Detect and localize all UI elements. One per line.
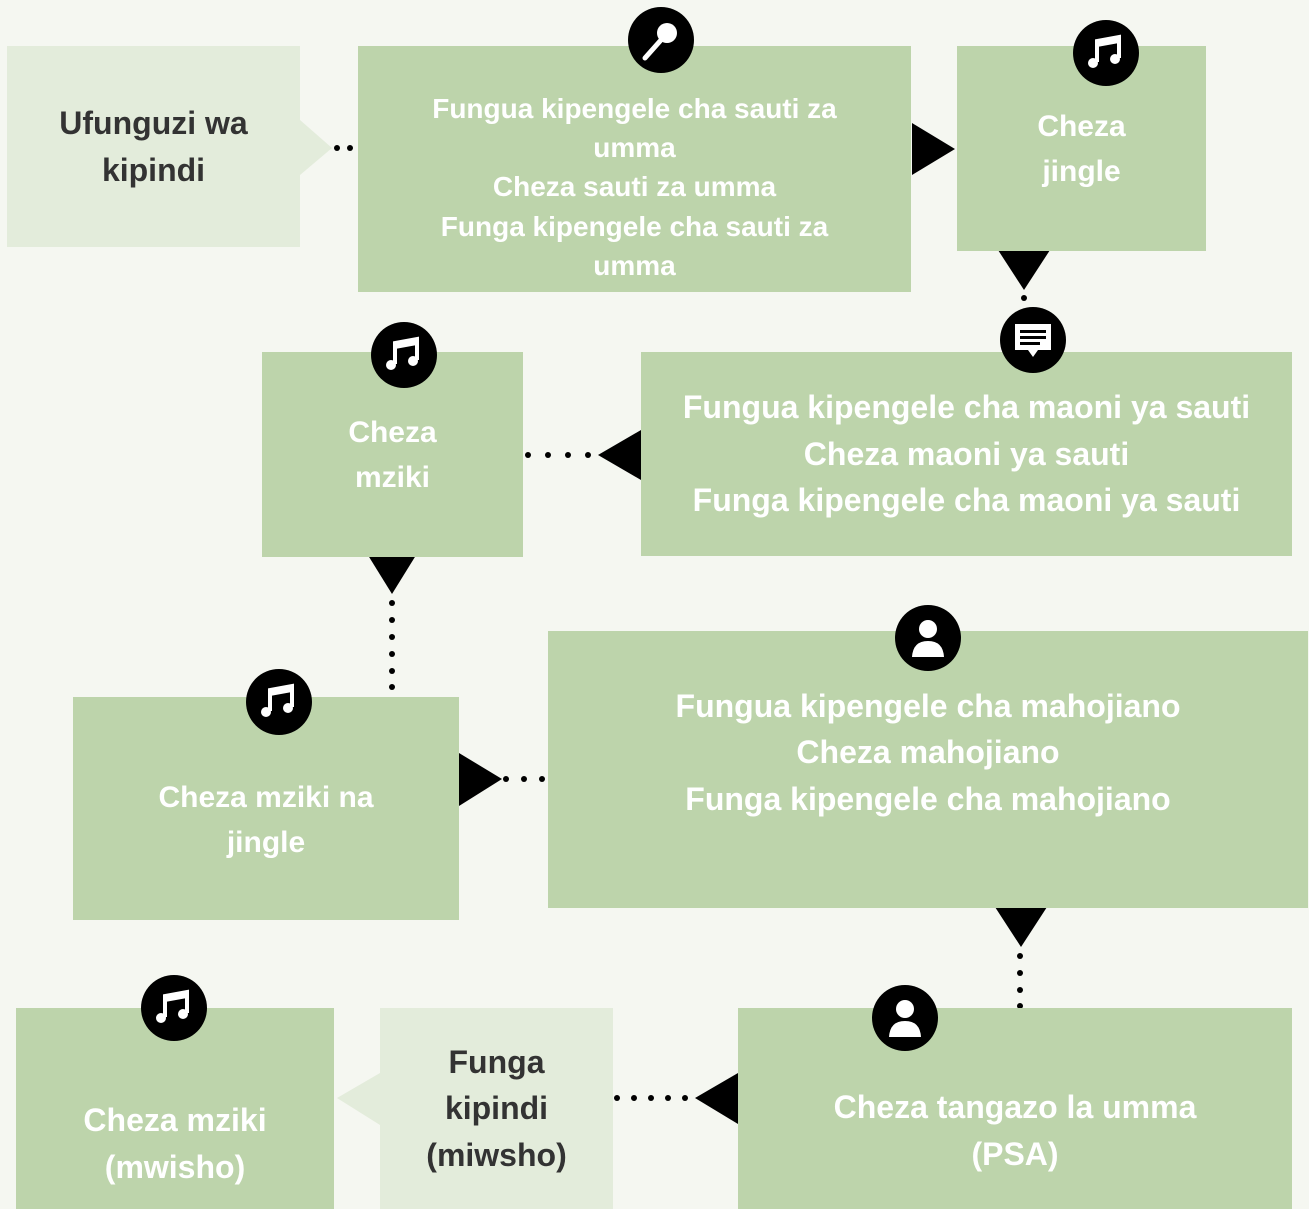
node-closing-line-3: (miwsho) xyxy=(426,1136,567,1173)
opening-pointer xyxy=(300,120,332,175)
node-music-and-jingle: Cheza mziki na jingle xyxy=(73,697,459,920)
node-end-music: Cheza mziki (mwisho) xyxy=(16,1008,334,1209)
person-icon xyxy=(872,985,938,1051)
node-psa-line-2: (PSA) xyxy=(971,1135,1059,1172)
node-public-voices: Fungua kipengele cha sauti za umma Cheza… xyxy=(358,46,911,292)
arrow-right-1 xyxy=(912,123,955,175)
node-public-voices-line-4: Funga kipengele cha sauti za xyxy=(440,210,829,242)
person-icon xyxy=(895,605,961,671)
node-voice-comments-line-3: Funga kipengele cha maoni ya sauti xyxy=(692,482,1241,519)
music-note-icon xyxy=(246,669,312,735)
arrow-left-1 xyxy=(598,430,641,480)
node-end-music-line-2: (mwisho) xyxy=(104,1148,246,1185)
closing-pointer xyxy=(337,1073,380,1125)
node-closing-line-1: Funga xyxy=(448,1043,545,1080)
arrow-left-2 xyxy=(695,1073,738,1124)
node-public-voices-line-5: umma xyxy=(593,249,676,281)
node-voice-comments: Fungua kipengele cha maoni ya sauti Chez… xyxy=(641,352,1292,556)
connector-opening-to-public-voices xyxy=(334,145,353,151)
node-interview-line-3: Funga kipengele cha mahojiano xyxy=(685,780,1171,817)
node-jingle-line-2: jingle xyxy=(1042,154,1121,188)
music-note-icon xyxy=(141,975,207,1041)
node-closing: Funga kipindi (miwsho) xyxy=(380,1008,613,1209)
node-opening-line-2: kipindi xyxy=(101,151,206,188)
node-psa-line-1: Cheza tangazo la umma xyxy=(833,1089,1197,1126)
node-opening: Ufunguzi wa kipindi xyxy=(7,46,300,247)
node-public-voices-line-2: umma xyxy=(593,132,676,164)
node-music-and-jingle-line-1: Cheza mziki na xyxy=(158,780,374,814)
node-end-music-line-1: Cheza mziki xyxy=(83,1102,267,1139)
comment-icon xyxy=(1000,307,1066,373)
node-jingle: Cheza jingle xyxy=(957,46,1206,251)
node-music-line-1: Cheza xyxy=(348,415,437,449)
node-voice-comments-line-2: Cheza maoni ya sauti xyxy=(803,435,1130,472)
node-interview-line-2: Cheza mahojiano xyxy=(796,734,1060,771)
node-opening-line-1: Ufunguzi wa xyxy=(59,105,248,142)
node-music-and-jingle-line-2: jingle xyxy=(226,825,306,859)
node-music-line-2: mziki xyxy=(354,460,431,494)
arrow-right-2 xyxy=(459,753,502,806)
node-jingle-line-1: Cheza xyxy=(1037,109,1126,143)
music-note-icon xyxy=(371,322,437,388)
node-voice-comments-line-1: Fungua kipengele cha maoni ya sauti xyxy=(682,389,1251,426)
node-public-voices-line-1: Fungua kipengele cha sauti za xyxy=(432,93,837,125)
music-note-icon xyxy=(1073,20,1139,86)
node-interview: Fungua kipengele cha mahojiano Cheza mah… xyxy=(548,631,1308,908)
node-closing-line-2: kipindi xyxy=(444,1090,549,1127)
arrow-down-3 xyxy=(995,907,1047,947)
microphone-icon xyxy=(628,7,694,73)
arrow-down-1 xyxy=(998,250,1050,290)
node-psa: Cheza tangazo la umma (PSA) xyxy=(738,1008,1292,1209)
arrow-down-2 xyxy=(366,552,418,594)
node-music: Cheza mziki xyxy=(262,352,523,557)
node-interview-line-1: Fungua kipengele cha mahojiano xyxy=(675,688,1181,724)
node-public-voices-line-3: Cheza sauti za umma xyxy=(492,171,777,203)
